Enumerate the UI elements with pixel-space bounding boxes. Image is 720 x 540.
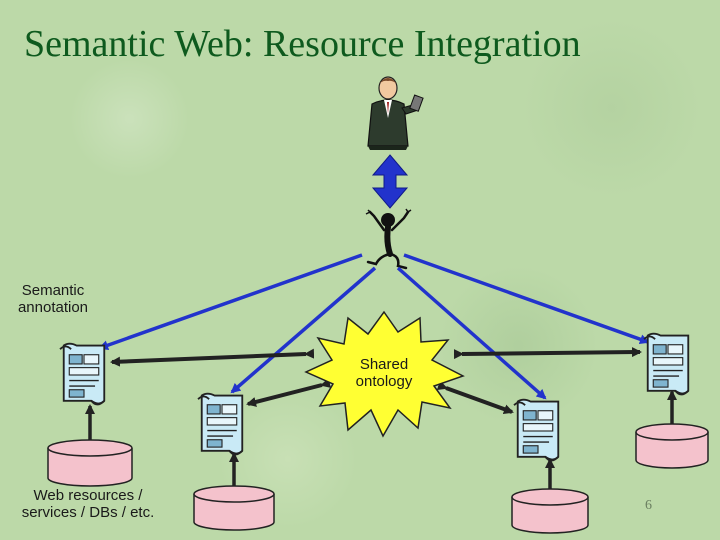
database-cylinder-icon — [635, 423, 709, 469]
annotation-label-line-1: Semantic — [21, 282, 85, 299]
annotation-document-icon — [643, 332, 690, 396]
resources-label: Web resources / services / DBs / etc. — [2, 487, 174, 522]
slide-title: Semantic Web: Resource Integration — [24, 23, 581, 65]
annotation-document-icon — [197, 392, 244, 456]
ontology-label-line-1: Shared — [359, 356, 409, 373]
ontology-label: Shared ontology — [336, 356, 432, 391]
database-cylinder-icon — [193, 485, 275, 531]
agent-links — [98, 253, 650, 400]
businessman-with-pda-icon — [367, 76, 424, 150]
ontology-label-line-2: ontology — [355, 373, 413, 391]
ontology-link-far-left — [110, 348, 315, 367]
slide-number: 6 — [645, 498, 652, 513]
annotation-label-line-2: annotation — [17, 299, 89, 317]
user-agent-double-arrow — [371, 154, 409, 209]
annotation-document-icon — [513, 398, 560, 462]
ontology-link-right — [436, 380, 514, 414]
annotation-document-icon — [59, 342, 106, 406]
database-cylinder-icon — [511, 488, 589, 534]
software-agent-figure-icon — [365, 208, 412, 270]
ontology-link-far-right — [453, 347, 642, 360]
database-cylinder-icon — [47, 439, 133, 487]
agent-link-right-annotation — [403, 253, 650, 345]
agent-link-center-left-annotation — [230, 266, 377, 394]
resources-label-line-1: Web resources / — [33, 487, 143, 504]
database-links — [85, 390, 677, 490]
agent-link-center-right-annotation — [396, 266, 547, 400]
annotation-label: Semantic annotation — [6, 282, 100, 317]
agent-link-left-annotation — [98, 253, 363, 351]
resources-label-line-2: services / DBs / etc. — [21, 504, 155, 522]
ontology-links — [110, 347, 642, 414]
starburst-icon — [304, 310, 465, 438]
ontology-link-left — [246, 378, 331, 407]
